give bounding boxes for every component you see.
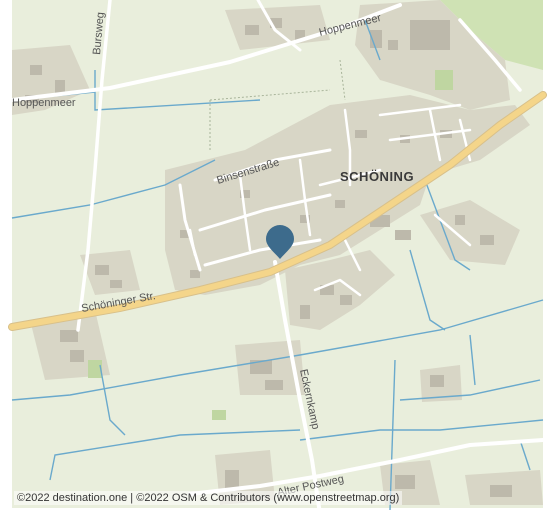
street-label-bursweg: Bursweg: [91, 12, 107, 56]
meadow-patch: [88, 360, 102, 378]
map-attribution: ©2022 destination.one | ©2022 OSM & Cont…: [14, 491, 403, 505]
building-cluster: [25, 18, 512, 497]
residential-area: [420, 200, 520, 265]
park-area: [440, 0, 543, 70]
residential-area: [165, 95, 530, 295]
residential-area: [355, 0, 510, 110]
meadow-patch: [435, 70, 453, 90]
field-paths: [209, 59, 346, 150]
residential-area: [285, 250, 395, 330]
meadow-patch: [212, 410, 226, 420]
residential-area: [80, 250, 140, 295]
street-label-hoppenmeer-left: Hoppenmeer: [12, 97, 76, 109]
location-marker-icon[interactable]: [266, 225, 294, 259]
place-label: SCHÖNING: [340, 169, 414, 184]
roads: [10, 0, 545, 514]
